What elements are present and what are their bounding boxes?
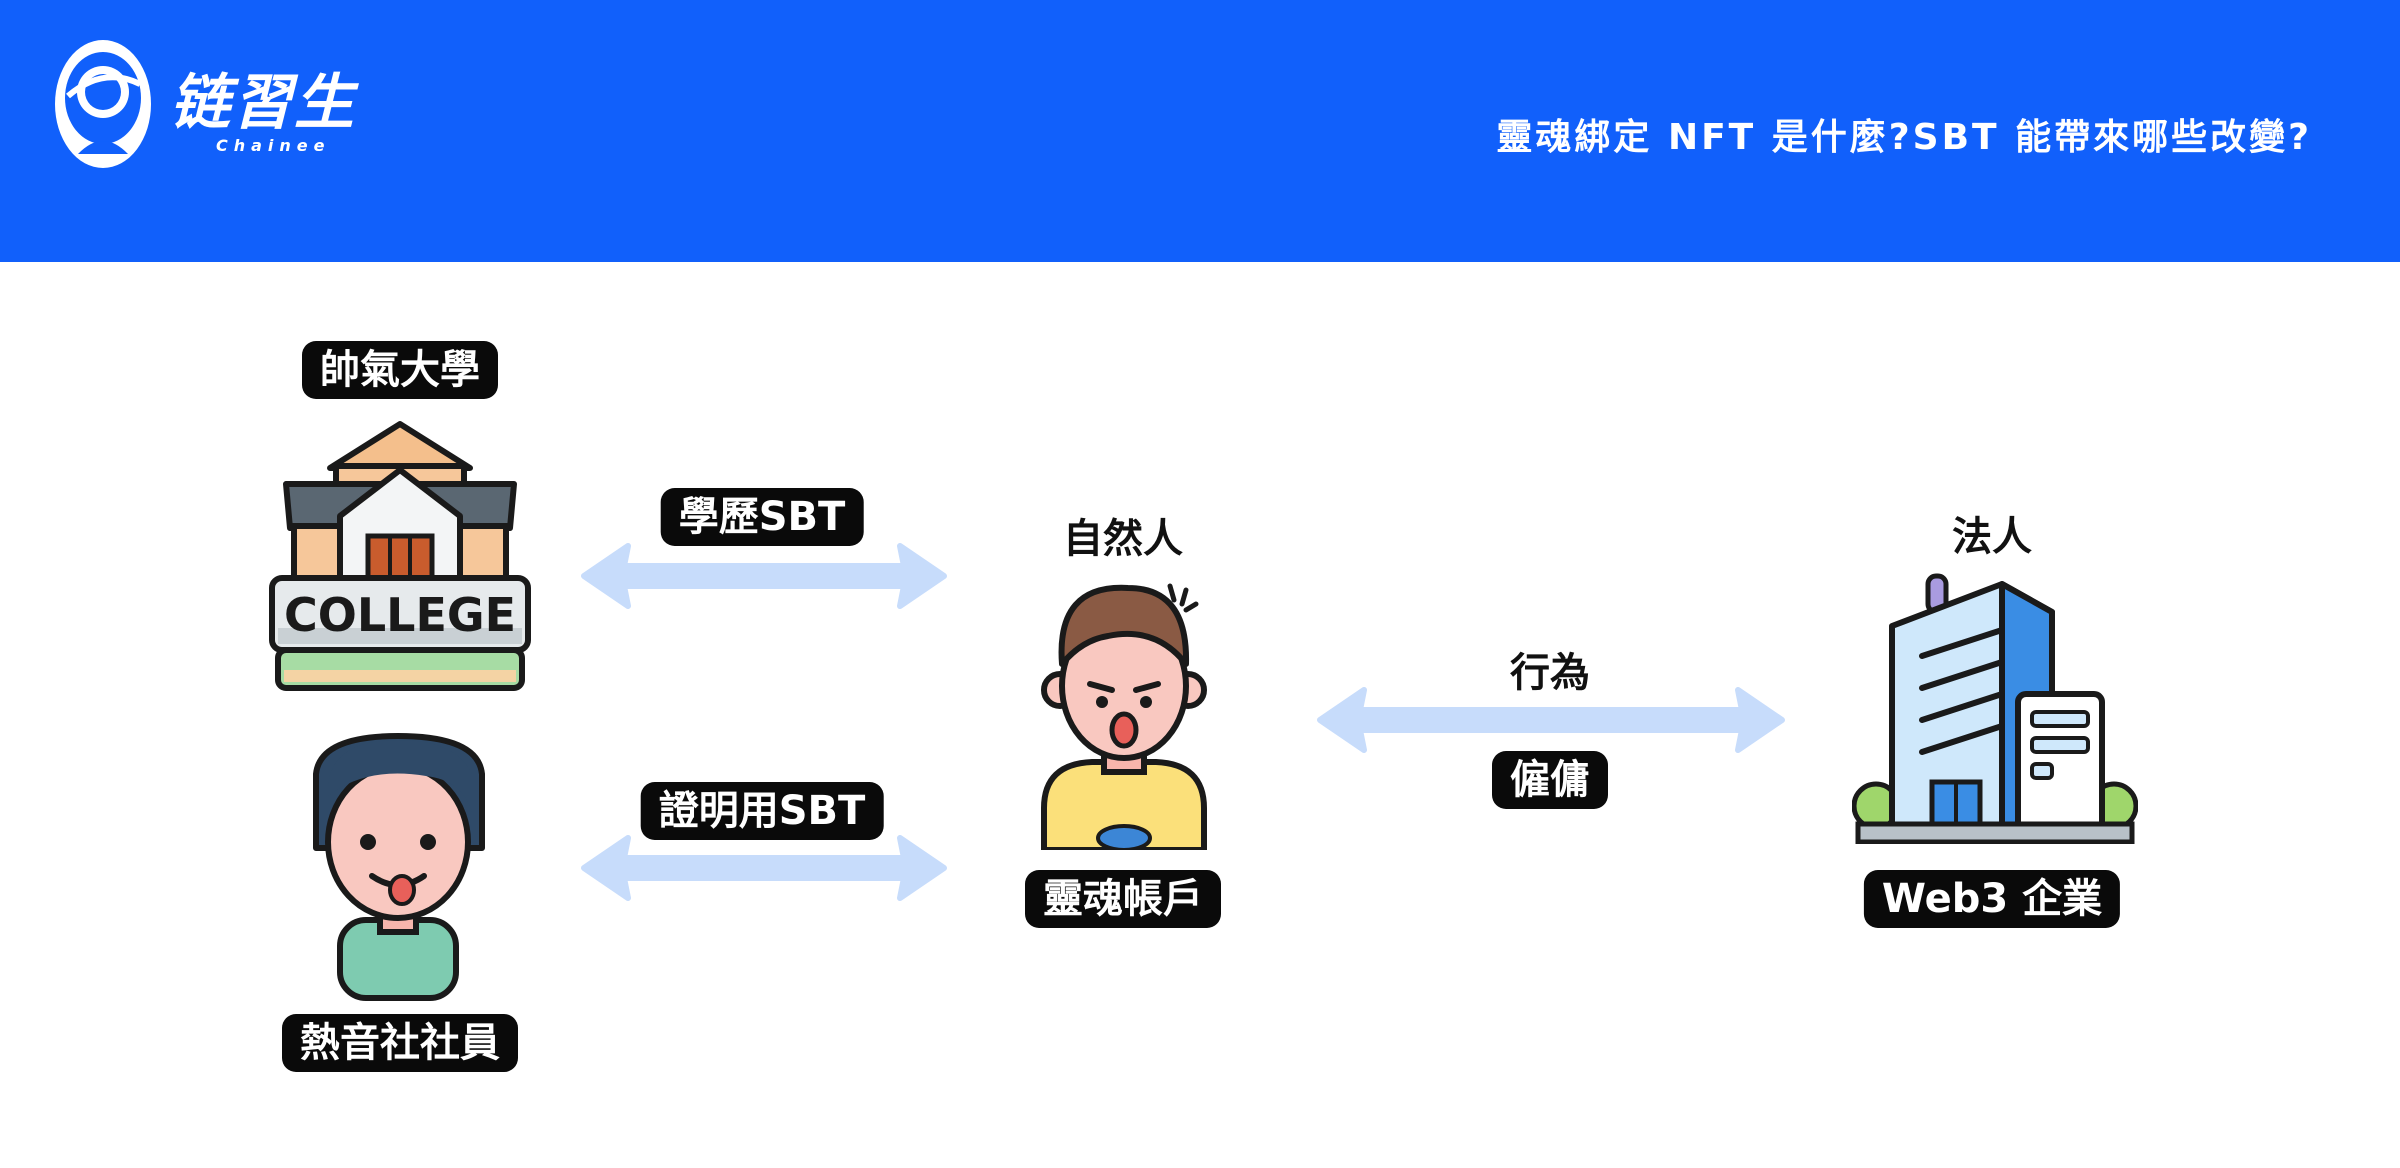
proof-sbt-label: 證明用SBT [640, 782, 884, 840]
edu-sbt-label: 學歷SBT [660, 488, 864, 546]
surprised-person-icon [1041, 583, 1207, 850]
company-label: Web3 企業 [1863, 870, 2121, 928]
college-building-icon: COLLEGE [269, 421, 531, 691]
page-title: 靈魂綁定 NFT 是什麼?SBT 能帶來哪些改變? [1496, 117, 2312, 158]
brand-logo: 链習生 Chainee [48, 36, 378, 176]
proof-sbt-double-arrow [581, 835, 947, 901]
header-banner: 链習生 Chainee 靈魂綁定 NFT 是什麼?SBT 能帶來哪些改變? [0, 0, 2400, 262]
band-member-label: 熱音社社員 [282, 1014, 518, 1072]
soul-account-label: 靈魂帳戶 [1025, 870, 1221, 928]
company-building-icon [1852, 573, 2138, 844]
college-name-label: 帥氣大學 [302, 341, 498, 399]
natural-person-label: 自然人 [1063, 516, 1183, 562]
edu-sbt-double-arrow [581, 543, 947, 609]
employ-label: 僱傭 [1492, 751, 1608, 809]
behavior-label: 行為 [1510, 650, 1590, 696]
brand-subtitle: Chainee [216, 136, 331, 155]
employment-double-arrow [1317, 687, 1785, 753]
brand-name: 链習生 [170, 68, 356, 138]
college-sign-text: COLLEGE [284, 588, 516, 642]
band-member-icon [313, 733, 485, 1001]
legal-person-label: 法人 [1952, 514, 2032, 560]
astronaut-logo-icon [55, 40, 151, 168]
